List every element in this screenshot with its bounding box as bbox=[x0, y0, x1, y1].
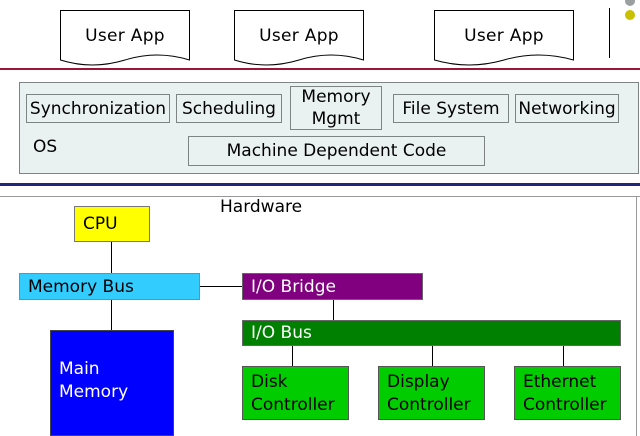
iobridge-iobus-connector bbox=[333, 300, 334, 320]
document-shape-icon bbox=[60, 10, 190, 66]
main-memory-box: Main Memory bbox=[50, 330, 174, 436]
io-bridge-label: I/O Bridge bbox=[251, 277, 336, 297]
decor-dot-gray bbox=[625, 0, 635, 6]
user-app-label: User App bbox=[259, 26, 339, 46]
os-module-label: Networking bbox=[518, 98, 616, 119]
os-module-networking: Networking bbox=[515, 94, 619, 123]
iobus-display-connector bbox=[432, 346, 433, 366]
memory-bus-label: Memory Bus bbox=[28, 277, 134, 297]
os-module-label: File System bbox=[402, 98, 500, 119]
user-app-3: User App bbox=[434, 10, 574, 66]
user-app-label: User App bbox=[464, 26, 544, 46]
os-module-scheduling: Scheduling bbox=[176, 94, 282, 123]
os-hardware-divider bbox=[0, 183, 640, 186]
ethernet-controller-label: Ethernet Controller bbox=[523, 372, 607, 415]
os-module-label: Scheduling bbox=[182, 98, 276, 119]
region-edge-line bbox=[609, 8, 610, 58]
decor-dot-yellow bbox=[625, 10, 635, 20]
ethernet-controller-box: Ethernet Controller bbox=[514, 366, 621, 420]
os-label: OS bbox=[33, 137, 58, 157]
cpu-label: CPU bbox=[83, 214, 118, 234]
user-os-divider bbox=[0, 68, 640, 70]
machine-dependent-code-box: Machine Dependent Code bbox=[188, 136, 485, 166]
disk-controller-label: Disk Controller bbox=[251, 372, 335, 415]
os-module-synchronization: Synchronization bbox=[26, 94, 170, 123]
hardware-edge-line bbox=[636, 196, 637, 436]
iobus-ethernet-connector bbox=[563, 346, 564, 366]
machine-dependent-code-label: Machine Dependent Code bbox=[226, 141, 447, 161]
membus-iobridge-connector bbox=[200, 286, 242, 287]
cpu-box: CPU bbox=[74, 206, 150, 242]
io-bus-box: I/O Bus bbox=[242, 320, 621, 346]
memory-bus-box: Memory Bus bbox=[19, 273, 200, 300]
display-controller-label: Display Controller bbox=[387, 372, 471, 415]
hardware-title: Hardware bbox=[220, 197, 303, 217]
io-bus-label: I/O Bus bbox=[251, 323, 312, 343]
cpu-membus-connector bbox=[111, 242, 112, 273]
document-shape-icon bbox=[234, 10, 364, 66]
display-controller-box: Display Controller bbox=[378, 366, 485, 420]
hardware-top-line bbox=[0, 196, 640, 197]
os-module-label: Memory Mgmt bbox=[301, 87, 371, 129]
user-app-1: User App bbox=[60, 10, 190, 66]
user-app-label: User App bbox=[85, 26, 165, 46]
os-module-memory-mgmt: Memory Mgmt bbox=[290, 86, 382, 130]
disk-controller-box: Disk Controller bbox=[242, 366, 349, 420]
document-shape-icon bbox=[434, 10, 574, 66]
user-app-2: User App bbox=[234, 10, 364, 66]
os-module-file-system: File System bbox=[393, 94, 509, 123]
main-memory-label: Main Memory bbox=[59, 359, 129, 402]
os-module-label: Synchronization bbox=[29, 98, 167, 119]
membus-mainmem-connector bbox=[111, 300, 112, 330]
iobus-disk-connector bbox=[292, 346, 293, 366]
io-bridge-box: I/O Bridge bbox=[242, 273, 423, 300]
